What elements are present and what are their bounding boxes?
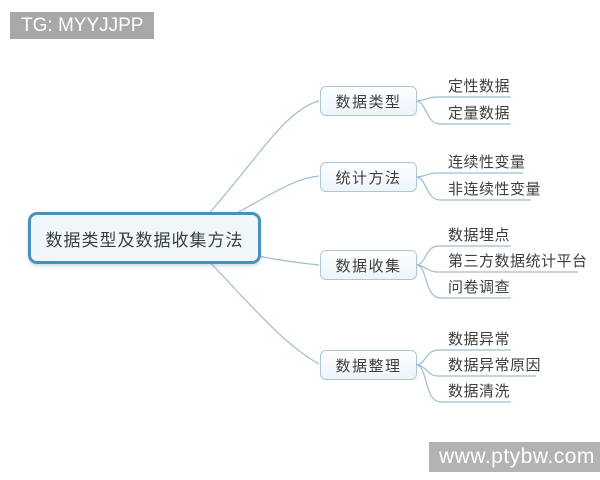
tg-watermark-badge: TG: MYYJJPP — [10, 12, 155, 39]
branch-topic-statistical-methods[interactable]: 统计方法 — [320, 162, 417, 192]
connector-branch4-child1 — [416, 349, 511, 366]
leaf-topic-qualitative-data[interactable]: 定性数据 — [448, 79, 511, 95]
connector-root-to-branch-1 — [195, 100, 320, 229]
leaf-topic-data-cleaning[interactable]: 数据清洗 — [448, 384, 511, 400]
leaf-topic-data-anomaly-cause[interactable]: 数据异常原因 — [448, 358, 542, 374]
connector-branch3-child2 — [416, 264, 578, 273]
connector-branch3-child1 — [416, 245, 511, 266]
connector-branch1-child2 — [416, 100, 511, 125]
leaf-topic-continuous-variable[interactable]: 连续性变量 — [448, 155, 526, 171]
branch-topic-data-types[interactable]: 数据类型 — [320, 86, 417, 116]
connector-root-to-branch-4 — [197, 249, 320, 365]
site-watermark: www.ptybw.com — [429, 442, 600, 472]
connector-branch1-child1 — [416, 96, 511, 102]
branch-topic-data-organization[interactable]: 数据整理 — [320, 350, 417, 380]
root-topic[interactable]: 数据类型及数据收集方法 — [28, 212, 261, 264]
branch-topic-data-collection[interactable]: 数据收集 — [320, 250, 417, 280]
leaf-topic-third-party-analytics-platform[interactable]: 第三方数据统计平台 — [448, 254, 588, 270]
connector-branch2-child2 — [416, 176, 531, 201]
leaf-topic-quantitative-data[interactable]: 定量数据 — [448, 106, 511, 122]
leaf-topic-questionnaire-survey[interactable]: 问卷调查 — [448, 280, 511, 296]
connector-branch4-child2 — [416, 364, 536, 377]
leaf-topic-discontinuous-variable[interactable]: 非连续性变量 — [448, 182, 542, 198]
leaf-topic-data-anomaly[interactable]: 数据异常 — [448, 332, 511, 348]
connector-branch4-child3 — [416, 364, 511, 403]
leaf-topic-data-tracking[interactable]: 数据埋点 — [448, 228, 511, 244]
connector-branch3-child3 — [416, 264, 511, 299]
connector-branch2-child1 — [416, 172, 523, 178]
